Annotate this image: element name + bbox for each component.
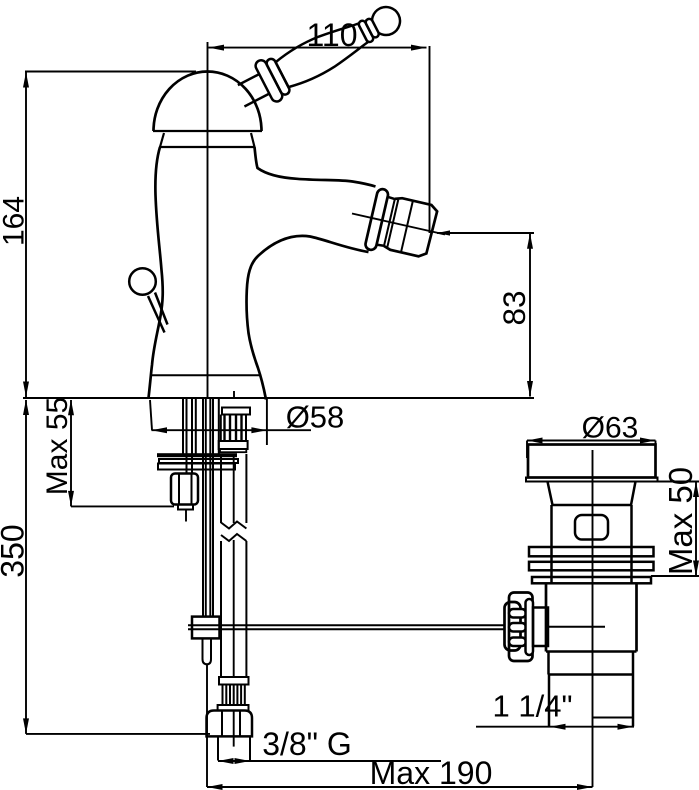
svg-text:110: 110 — [306, 17, 357, 53]
svg-text:83: 83 — [496, 290, 532, 325]
svg-text:Ø58: Ø58 — [286, 400, 345, 435]
svg-text:Max 190: Max 190 — [370, 755, 493, 790]
svg-text:Ø63: Ø63 — [582, 412, 639, 445]
svg-text:1 1/4": 1 1/4" — [493, 689, 573, 724]
svg-text:Max 55: Max 55 — [41, 397, 74, 495]
svg-text:3/8" G: 3/8" G — [262, 726, 352, 762]
svg-text:350: 350 — [0, 524, 31, 577]
svg-text:164: 164 — [0, 196, 31, 246]
svg-text:Max 50: Max 50 — [662, 467, 699, 575]
